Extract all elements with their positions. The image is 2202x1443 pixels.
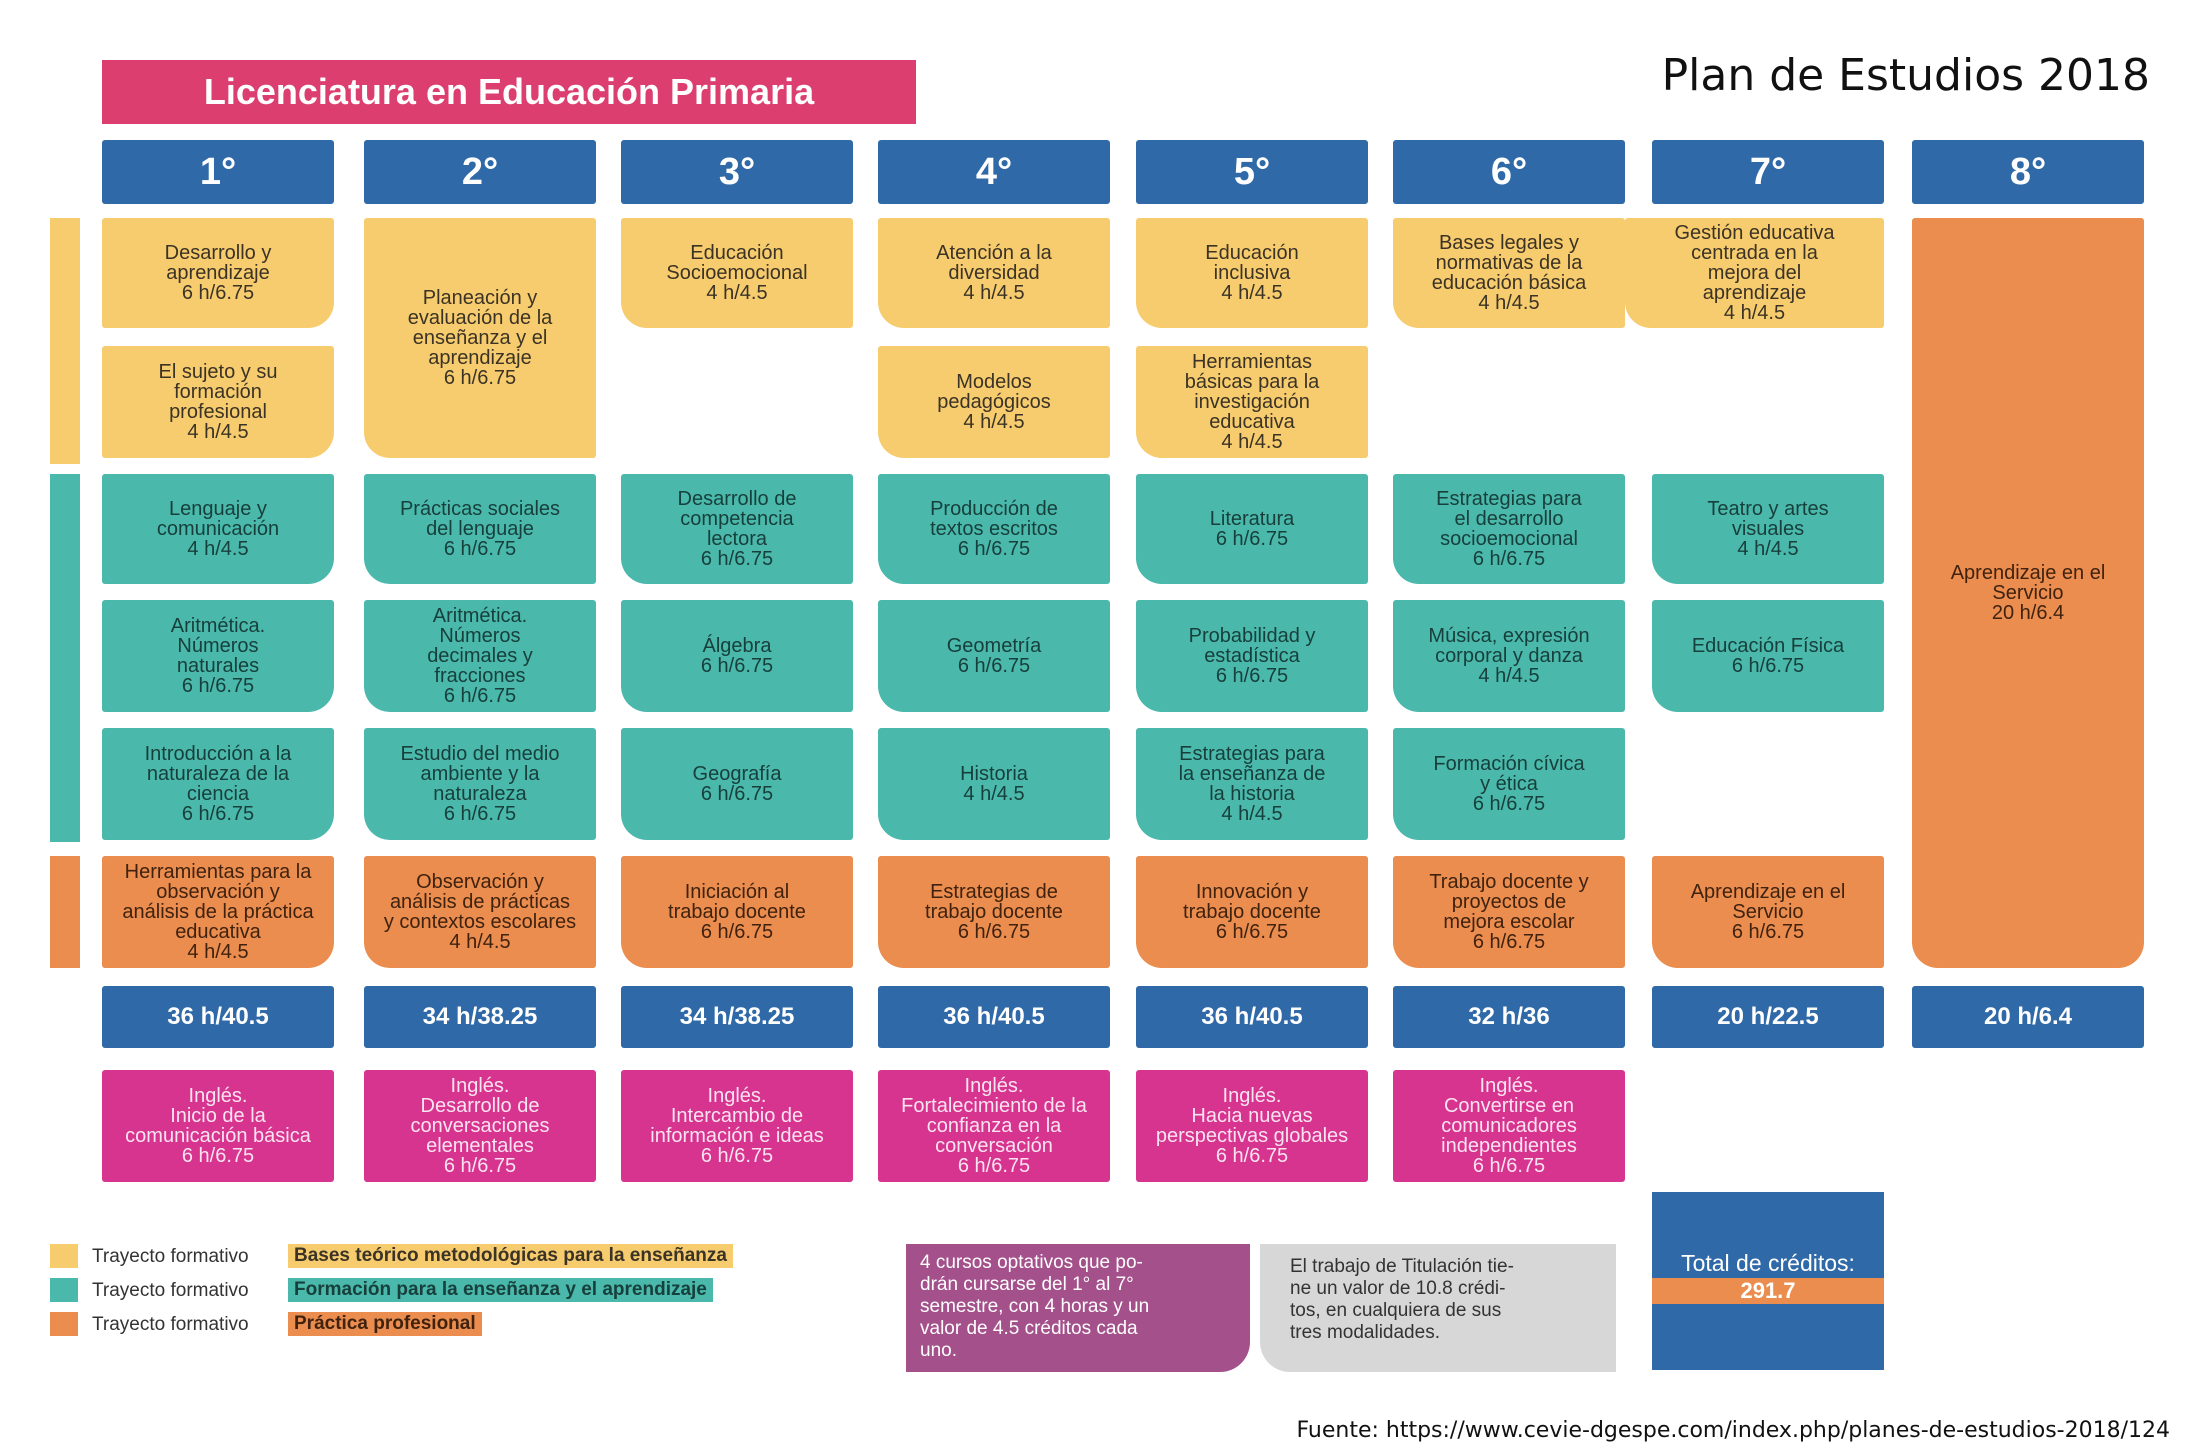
course-box: Atención a la diversidad 4 h/4.5: [878, 218, 1110, 328]
course-box: Educación inclusiva 4 h/4.5: [1136, 218, 1368, 328]
course-box: Formación cívica y ética 6 h/6.75: [1393, 728, 1625, 840]
course-box: Introducción a la naturaleza de la cienc…: [102, 728, 334, 840]
course-box: Producción de textos escritos 6 h/6.75: [878, 474, 1110, 584]
program-title: Licenciatura en Educación Primaria: [102, 60, 916, 124]
note-titulacion: El trabajo de Titulación tie- ne un valo…: [1260, 1244, 1616, 1372]
semester-header-4: 4°: [878, 140, 1110, 204]
course-box-servicio: Aprendizaje en el Servicio 20 h/6.4: [1912, 218, 2144, 968]
course-box: Aritmética. Números decimales y fraccion…: [364, 600, 596, 712]
course-box: Geometría 6 h/6.75: [878, 600, 1110, 712]
semester-header-2: 2°: [364, 140, 596, 204]
legend-swatch-practica: [50, 1312, 78, 1336]
trayecto-bar-bases: [50, 218, 80, 464]
course-box: Herramientas básicas para la investigaci…: [1136, 346, 1368, 458]
semester-total-5: 36 h/40.5: [1136, 986, 1368, 1048]
course-box: Innovación y trabajo docente 6 h/6.75: [1136, 856, 1368, 968]
course-box: El sujeto y su formación profesional 4 h…: [102, 346, 334, 458]
ingles-box: Inglés. Convertirse en comunicadores ind…: [1393, 1070, 1625, 1182]
semester-total-8: 20 h/6.4: [1912, 986, 2144, 1048]
course-box: Música, expresión corporal y danza 4 h/4…: [1393, 600, 1625, 712]
course-box: Trabajo docente y proyectos de mejora es…: [1393, 856, 1625, 968]
semester-header-5: 5°: [1136, 140, 1368, 204]
semester-total-4: 36 h/40.5: [878, 986, 1110, 1048]
course-box: Bases legales y normativas de la educaci…: [1393, 218, 1625, 328]
course-box: Desarrollo y aprendizaje 6 h/6.75: [102, 218, 334, 328]
course-box: Estudio del medio ambiente y la naturale…: [364, 728, 596, 840]
course-box: Lenguaje y comunicación 4 h/4.5: [102, 474, 334, 584]
ingles-box: Inglés. Fortalecimiento de la confianza …: [878, 1070, 1110, 1182]
trayecto-bar-formacion: [50, 474, 80, 842]
course-box: Geografía 6 h/6.75: [621, 728, 853, 840]
course-box: Educación Física 6 h/6.75: [1652, 600, 1884, 712]
course-box: Gestión educativa centrada en la mejora …: [1625, 218, 1884, 328]
course-box: Planeación y evaluación de la enseñanza …: [364, 218, 596, 458]
note-optativos: 4 cursos optativos que po- drán cursarse…: [906, 1244, 1250, 1372]
course-box: Literatura 6 h/6.75: [1136, 474, 1368, 584]
legend-name-bases: Bases teórico metodológicas para la ense…: [288, 1244, 733, 1268]
semester-header-3: 3°: [621, 140, 853, 204]
semester-header-8: 8°: [1912, 140, 2144, 204]
trayecto-bar-practica: [50, 856, 80, 968]
legend-name-formacion: Formación para la enseñanza y el aprendi…: [288, 1278, 713, 1302]
course-box: Probabilidad y estadística 6 h/6.75: [1136, 600, 1368, 712]
course-box: Teatro y artes visuales 4 h/4.5: [1652, 474, 1884, 584]
course-box: Estrategias de trabajo docente 6 h/6.75: [878, 856, 1110, 968]
total-credits-label: Total de créditos:: [1681, 1250, 1855, 1276]
course-box: Prácticas sociales del lenguaje 6 h/6.75: [364, 474, 596, 584]
plan-title: Plan de Estudios 2018: [1661, 50, 2150, 101]
ingles-box: Inglés. Inicio de la comunicación básica…: [102, 1070, 334, 1182]
legend-prefix: Trayecto formativo: [92, 1280, 249, 1301]
ingles-box: Inglés. Hacia nuevas perspectivas global…: [1136, 1070, 1368, 1182]
course-box: Estrategias para la enseñanza de la hist…: [1136, 728, 1368, 840]
semester-total-1: 36 h/40.5: [102, 986, 334, 1048]
ingles-box: Inglés. Intercambio de información e ide…: [621, 1070, 853, 1182]
course-box: Iniciación al trabajo docente 6 h/6.75: [621, 856, 853, 968]
semester-total-3: 34 h/38.25: [621, 986, 853, 1048]
course-box: Estrategias para el desarrollo socioemoc…: [1393, 474, 1625, 584]
total-credits-value: 291.7: [1652, 1278, 1884, 1304]
semester-total-7: 20 h/22.5: [1652, 986, 1884, 1048]
legend-prefix: Trayecto formativo: [92, 1314, 249, 1335]
course-box: Historia 4 h/4.5: [878, 728, 1110, 840]
course-box: Observación y análisis de prácticas y co…: [364, 856, 596, 968]
ingles-box: Inglés. Desarrollo de conversaciones ele…: [364, 1070, 596, 1182]
semester-total-6: 32 h/36: [1393, 986, 1625, 1048]
semester-header-6: 6°: [1393, 140, 1625, 204]
legend-swatch-formacion: [50, 1278, 78, 1302]
source-citation: Fuente: https://www.cevie-dgespe.com/ind…: [1296, 1418, 2170, 1443]
course-box: Herramientas para la observación y análi…: [102, 856, 334, 968]
course-box: Aprendizaje en el Servicio 6 h/6.75: [1652, 856, 1884, 968]
course-box: Desarrollo de competencia lectora 6 h/6.…: [621, 474, 853, 584]
legend-prefix: Trayecto formativo: [92, 1246, 249, 1267]
semester-header-1: 1°: [102, 140, 334, 204]
course-box: Educación Socioemocional 4 h/4.5: [621, 218, 853, 328]
legend-name-practica: Práctica profesional: [288, 1312, 482, 1336]
semester-total-2: 34 h/38.25: [364, 986, 596, 1048]
legend-swatch-bases: [50, 1244, 78, 1268]
course-box: Álgebra 6 h/6.75: [621, 600, 853, 712]
semester-header-7: 7°: [1652, 140, 1884, 204]
course-box: Aritmética. Números naturales 6 h/6.75: [102, 600, 334, 712]
course-box: Modelos pedagógicos 4 h/4.5: [878, 346, 1110, 458]
